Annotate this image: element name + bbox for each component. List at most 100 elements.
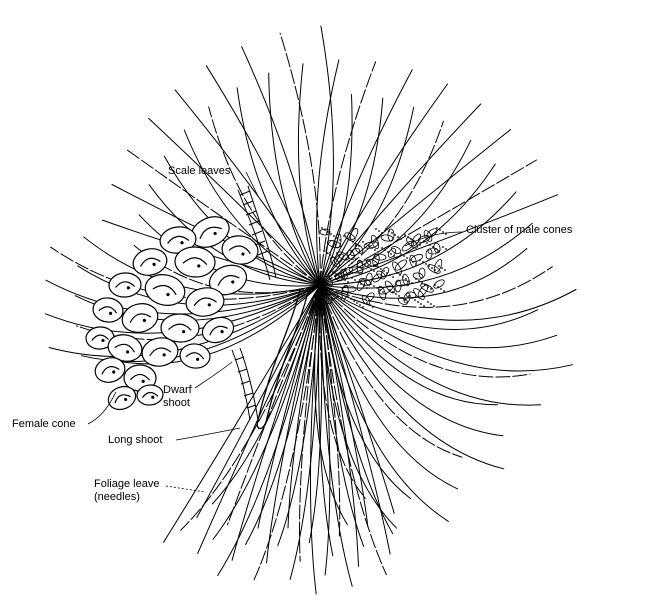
cone-stipple xyxy=(430,303,432,305)
cone-stipple xyxy=(405,278,407,280)
cone-stipple xyxy=(321,292,323,294)
cone-stipple xyxy=(326,252,328,254)
needle xyxy=(253,284,321,581)
needle xyxy=(319,120,444,286)
cone-stipple xyxy=(366,302,368,304)
cone-stipple xyxy=(404,299,406,301)
cone-stipple xyxy=(444,269,446,271)
cone-stipple xyxy=(395,293,397,295)
cone-stipple xyxy=(366,287,368,289)
cone-stipple xyxy=(368,245,370,247)
male-cone xyxy=(356,259,364,275)
cone-stipple xyxy=(351,277,353,279)
cone-stipple xyxy=(440,288,442,290)
cone-stipple xyxy=(344,279,346,281)
male-cone xyxy=(417,284,429,298)
cone-stipple xyxy=(397,236,399,238)
male-cone xyxy=(390,246,402,254)
label-leader-lines xyxy=(87,171,463,493)
male-cone xyxy=(417,235,431,243)
cone-stipple xyxy=(399,274,401,276)
cone-stipple xyxy=(443,290,445,292)
male-cone xyxy=(322,275,334,287)
needle xyxy=(112,284,321,365)
male-cone xyxy=(410,254,424,262)
cone-stipple xyxy=(346,237,348,239)
male-cone xyxy=(325,293,333,305)
needle xyxy=(319,129,512,286)
cone-stipple xyxy=(361,262,363,264)
cone-stipple xyxy=(385,228,387,230)
male-cone xyxy=(365,272,373,286)
cone-stipple xyxy=(360,283,362,285)
cone-stipple xyxy=(417,301,419,303)
male-cone xyxy=(372,273,382,283)
cone-stipple xyxy=(400,253,402,255)
cone-stipple xyxy=(419,244,421,246)
male-cone xyxy=(387,228,395,242)
cone-stipple xyxy=(393,255,395,257)
male-cone xyxy=(376,270,386,280)
cone-scale xyxy=(144,274,186,306)
needle xyxy=(316,59,340,286)
needle xyxy=(319,284,558,349)
cone-stipple xyxy=(332,271,334,273)
cone-stipple xyxy=(434,269,436,271)
cone-stipple xyxy=(423,305,425,307)
needle xyxy=(319,106,415,286)
needle xyxy=(197,284,321,554)
needle xyxy=(308,284,323,544)
cone-stipple xyxy=(432,246,434,248)
needle xyxy=(319,69,413,286)
cone-stipple xyxy=(420,303,422,305)
male-cone xyxy=(420,283,434,293)
cone-stipple xyxy=(356,302,358,304)
cone-stipple xyxy=(321,227,323,229)
male-cone xyxy=(387,248,397,258)
cone-stipple xyxy=(370,268,372,270)
leader-long-shoot xyxy=(175,427,241,441)
cone-scale xyxy=(136,384,164,406)
label-female-cone: Female cone xyxy=(12,418,76,430)
cone-stipple xyxy=(441,267,443,269)
male-cone xyxy=(354,244,364,254)
cone-stipple xyxy=(336,252,338,254)
label-dwarf-shoot: Dwarf shoot xyxy=(163,384,192,409)
cone-stipple xyxy=(351,262,353,264)
cone-stipple xyxy=(427,286,429,288)
cone-stipple xyxy=(442,231,444,233)
needle xyxy=(319,284,341,537)
needle xyxy=(277,284,321,547)
cone-stipple xyxy=(427,301,429,303)
leader-female-cone xyxy=(87,391,117,425)
cone-stipple xyxy=(335,273,337,275)
cone-scale xyxy=(132,248,168,276)
label-cluster-of-male-cones: Cluster of male cones xyxy=(466,224,573,236)
male-cone xyxy=(344,232,356,242)
male-cone xyxy=(334,233,342,249)
cone-stipple xyxy=(416,242,418,244)
cone-stipple xyxy=(376,287,378,289)
cone-stipple xyxy=(429,244,431,246)
male-cone xyxy=(334,273,346,281)
cone-stipple xyxy=(400,238,402,240)
cone-stipple xyxy=(378,230,380,232)
needle xyxy=(319,284,574,372)
cone-stipple xyxy=(363,285,365,287)
male-cone xyxy=(341,284,349,300)
cone-stipple xyxy=(425,263,427,265)
cone-stipple xyxy=(338,275,340,277)
needle xyxy=(319,222,533,289)
cone-stipple xyxy=(350,298,352,300)
cone-stipple xyxy=(381,232,383,234)
male-cone xyxy=(378,285,386,301)
cone-stipple xyxy=(381,247,383,249)
cone-stipple xyxy=(419,259,421,261)
male-cone xyxy=(397,297,409,305)
male-cone xyxy=(334,253,344,265)
needle xyxy=(174,89,321,286)
male-cone xyxy=(427,247,439,255)
cone-stipple xyxy=(358,260,360,262)
cone-stipple xyxy=(394,234,396,236)
cone-stipple xyxy=(391,232,393,234)
